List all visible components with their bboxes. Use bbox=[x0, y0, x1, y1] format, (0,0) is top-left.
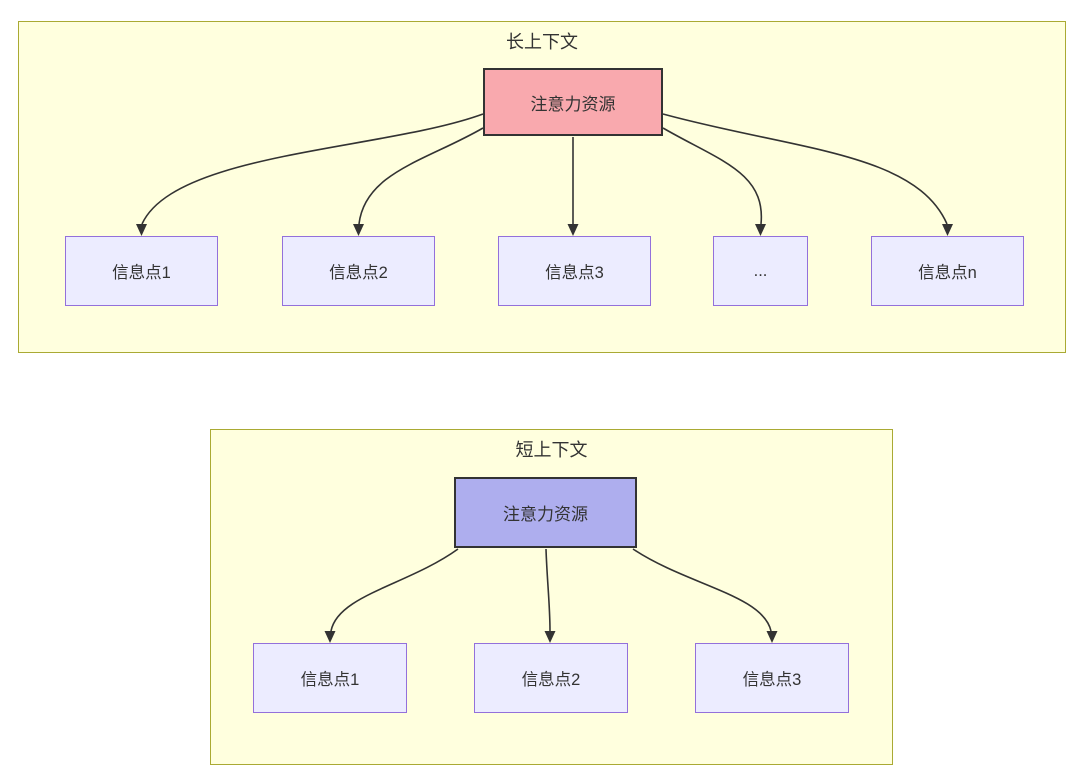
long-info-node-n: 信息点n bbox=[871, 236, 1024, 306]
short-info-node-2: 信息点2 bbox=[474, 643, 628, 713]
long-info-node-2: 信息点2 bbox=[282, 236, 435, 306]
long-info-node-1: 信息点1 bbox=[65, 236, 218, 306]
short-info-node-1: 信息点1 bbox=[253, 643, 407, 713]
long-attention-node: 注意力资源 bbox=[483, 68, 663, 136]
short-attention-node: 注意力资源 bbox=[454, 477, 637, 548]
short-context-title: 短上下文 bbox=[515, 440, 588, 460]
long-info-node-ellipsis: ... bbox=[713, 236, 808, 306]
long-info-node-3: 信息点3 bbox=[498, 236, 651, 306]
short-info-node-3: 信息点3 bbox=[695, 643, 849, 713]
long-context-title: 长上下文 bbox=[506, 32, 578, 52]
